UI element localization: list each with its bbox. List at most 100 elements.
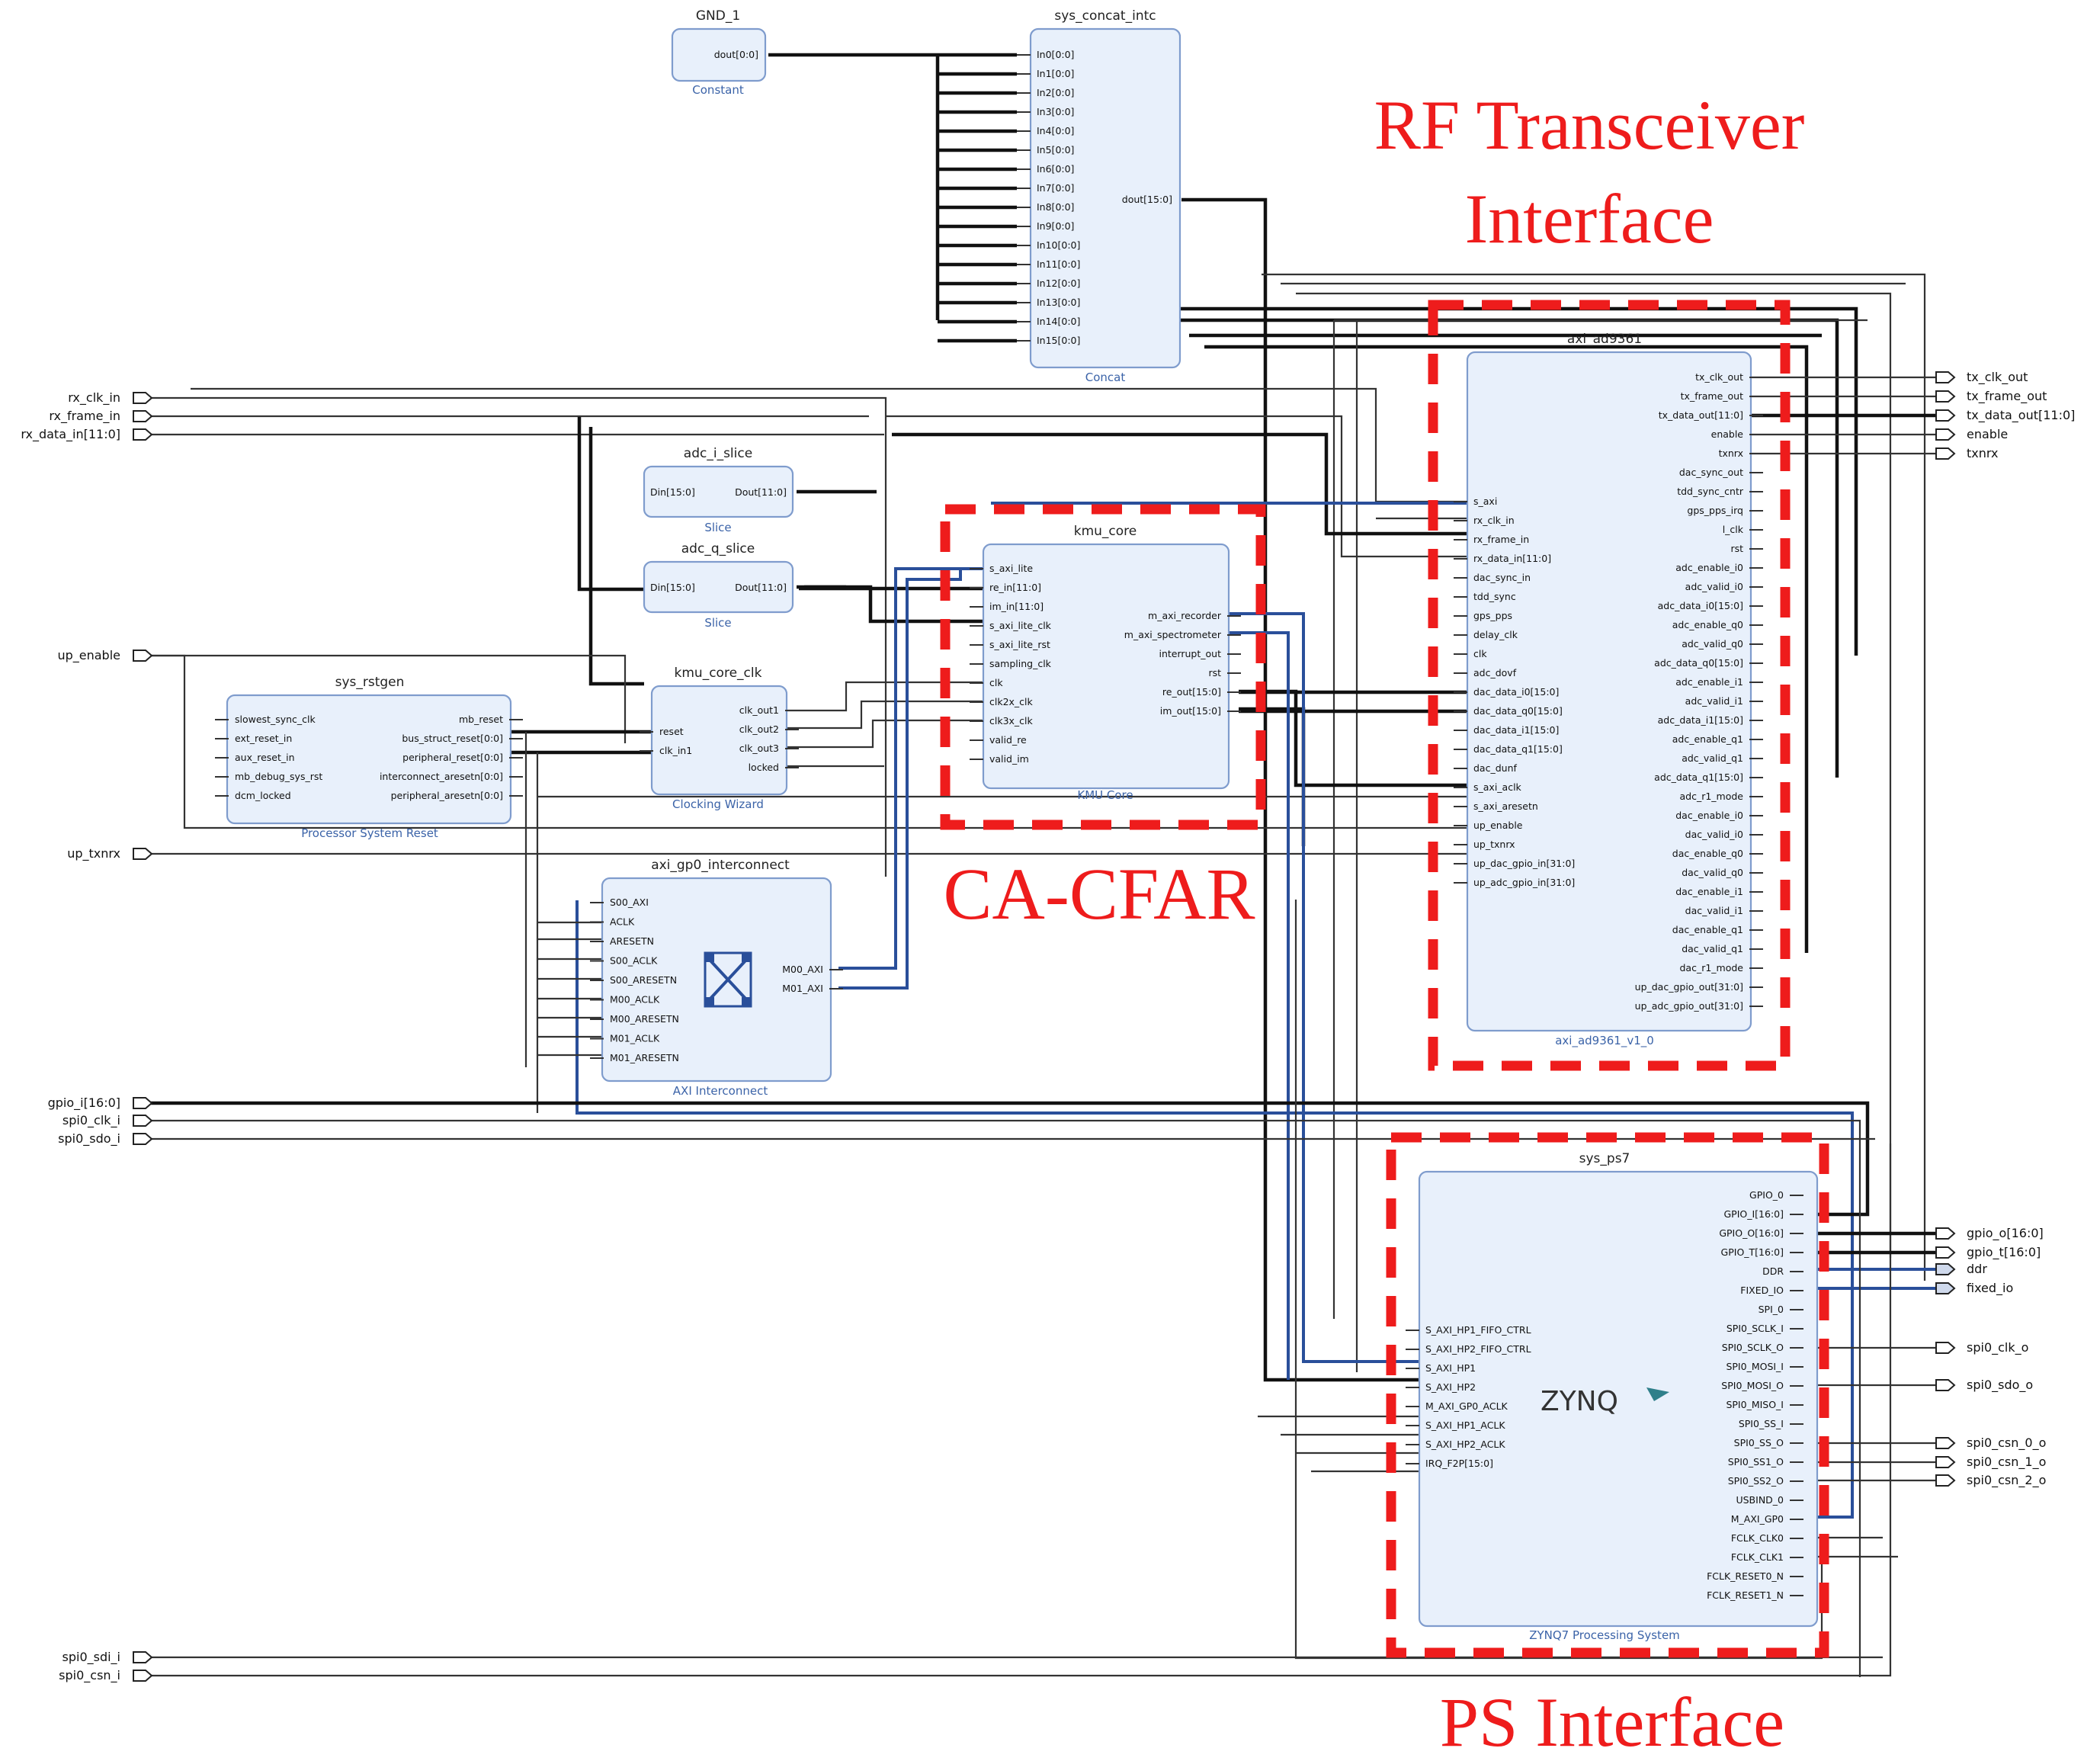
port-rx_clk_in-icon[interactable]	[133, 392, 153, 404]
port-up_enable-label: up_enable	[57, 648, 120, 663]
port-spi0_clk_o-icon[interactable]	[1935, 1342, 1956, 1354]
port-enable-icon[interactable]	[1935, 428, 1956, 441]
clk-input-pins: reset clk_in1	[640, 726, 692, 756]
port-fixed_io-icon[interactable]	[1935, 1282, 1956, 1294]
zynq-logo: ZYNQ	[1541, 1386, 1618, 1417]
port-txnrx-icon[interactable]	[1935, 447, 1956, 460]
axi-in-label-5: M00_ACLK	[610, 994, 660, 1006]
gnd-constant-block[interactable]: GND_1 dout[0:0] Constant	[671, 8, 767, 97]
ad-in-label-17: up_enable	[1473, 820, 1523, 831]
port-gpio_i-icon[interactable]	[133, 1097, 153, 1109]
ps-out-label-11: SPI0_MISO_I	[1726, 1399, 1784, 1410]
ps7-title: sys_ps7	[1579, 1151, 1630, 1166]
port-gpio_o-icon[interactable]	[1935, 1227, 1956, 1240]
ad9361-block[interactable]: axi_ad9361 s_axirx_clk_inrx_frame_inrx_d…	[1454, 332, 1763, 1048]
adc-i-slice-title: adc_i_slice	[684, 446, 752, 461]
ps-out-label-13: SPI0_SS_O	[1734, 1437, 1784, 1448]
port-rx_frame_in-icon[interactable]	[133, 410, 153, 422]
concat-block[interactable]: sys_concat_intc In0[0:0]In1[0:0]In2[0:0]…	[1017, 8, 1181, 384]
rst-out-label-0: mb_reset	[459, 714, 503, 725]
ad-in-label-14: dac_dunf	[1473, 762, 1517, 774]
gnd-title: GND_1	[696, 8, 740, 24]
rstgen-block[interactable]: sys_rstgen slowest_sync_clkext_reset_ina…	[215, 675, 523, 840]
clk-in-label-0: reset	[659, 726, 684, 737]
concat-in-label-11: In11[0:0]	[1037, 258, 1080, 270]
port-tx_clk_out-icon[interactable]	[1935, 371, 1956, 383]
port-spi0_sdo_i-icon[interactable]	[133, 1133, 153, 1145]
concat-subtitle: Concat	[1085, 370, 1126, 384]
port-spi0_csn_i-label: spi0_csn_i	[59, 1668, 120, 1683]
concat-in-label-7: In7[0:0]	[1037, 182, 1074, 194]
axi-title: axi_gp0_interconnect	[651, 858, 790, 873]
ps-out-label-18: FCLK_CLK0	[1731, 1532, 1784, 1544]
ad-out-label-0: tx_clk_out	[1695, 371, 1743, 383]
port-spi0_csn_0_o-icon[interactable]	[1935, 1437, 1956, 1449]
port-tx_data_out-icon[interactable]	[1935, 409, 1956, 422]
port-spi0_csn_1_o-icon[interactable]	[1935, 1456, 1956, 1468]
port-spi0_sdo_o-icon[interactable]	[1935, 1379, 1956, 1391]
ps-in-label-4: M_AXI_GP0_ACLK	[1425, 1400, 1508, 1412]
ps7-block[interactable]: sys_ps7 S_AXI_HP1_FIFO_CTRLS_AXI_HP2_FIF…	[1406, 1151, 1819, 1642]
adc-q-slice-block[interactable]: adc_q_slice Din[15:0] Dout[11:0] Slice	[643, 541, 794, 630]
adc-i-slice-block[interactable]: adc_i_slice Din[15:0] Dout[11:0] Slice	[643, 446, 794, 534]
axi-out-label-1: M01_AXI	[782, 983, 823, 994]
port-spi0_sdi_i-icon[interactable]	[133, 1651, 153, 1663]
rf-transceiver-highlight	[1428, 300, 1791, 1071]
port-gpio_i-label: gpio_i[16:0]	[48, 1095, 120, 1111]
ps-out-label-0: GPIO_0	[1749, 1189, 1784, 1201]
port-gpio_t-icon[interactable]	[1935, 1246, 1956, 1259]
ad-out-label-12: adc_data_i0[15:0]	[1658, 600, 1743, 611]
ad-out-label-10: adc_enable_i0	[1675, 562, 1743, 573]
axi-interconnect-block[interactable]: axi_gp0_interconnect S00_AXIACLKARESETNS…	[590, 858, 843, 1098]
axi-in-label-2: ARESETN	[610, 935, 654, 947]
port-rx_data_in-icon[interactable]	[133, 428, 153, 441]
clk-in-label-1: clk_in1	[659, 745, 692, 756]
rst-in-label-4: dcm_locked	[235, 790, 291, 801]
kmu-core-block[interactable]: kmu_core s_axi_litere_in[11:0]im_in[11:0…	[970, 524, 1241, 802]
ps-out-label-6: SPI_0	[1759, 1304, 1784, 1315]
port-spi0_clk_i-label: spi0_clk_i	[63, 1113, 120, 1128]
ad-out-label-13: adc_enable_q0	[1672, 619, 1743, 630]
ad-in-label-9: adc_dovf	[1473, 667, 1517, 678]
rstgen-subtitle: Processor System Reset	[301, 826, 438, 840]
ad-in-label-12: dac_data_i1[15:0]	[1473, 724, 1559, 736]
ps-out-label-9: SPI0_MOSI_I	[1726, 1361, 1784, 1372]
ad-out-label-11: adc_valid_i0	[1685, 581, 1743, 592]
axi-in-label-6: M00_ARESETN	[610, 1013, 679, 1025]
ps-interface-highlight	[1386, 1132, 1829, 1658]
concat-title: sys_concat_intc	[1054, 8, 1156, 24]
ad-in-label-6: gps_pps	[1473, 610, 1512, 621]
ad-out-label-18: adc_data_i1[15:0]	[1658, 714, 1743, 726]
port-ddr-icon[interactable]	[1935, 1263, 1956, 1275]
ps-out-label-17: M_AXI_GP0	[1731, 1513, 1784, 1525]
concat-in-label-2: In2[0:0]	[1037, 87, 1074, 98]
ad-out-label-20: adc_valid_q1	[1682, 752, 1743, 764]
port-up_enable-icon[interactable]	[133, 650, 153, 662]
kmu-in-label-10: valid_im	[989, 753, 1029, 765]
port-spi0_sdo_o-label: spi0_sdo_o	[1967, 1378, 2033, 1393]
concat-in-label-10: In10[0:0]	[1037, 239, 1080, 251]
ps-out-label-16: USBIND_0	[1736, 1494, 1784, 1506]
port-spi0_clk_i-icon[interactable]	[133, 1115, 153, 1127]
gnd-subtitle: Constant	[692, 83, 744, 97]
kmu-out-label-0: m_axi_recorder	[1148, 610, 1222, 621]
ps-in-label-5: S_AXI_HP1_ACLK	[1425, 1419, 1505, 1431]
port-spi0_csn_i-icon[interactable]	[133, 1670, 153, 1682]
port-spi0_csn_2_o-icon[interactable]	[1935, 1474, 1956, 1487]
ps-out-label-7: SPI0_SCLK_I	[1726, 1323, 1784, 1334]
kmu-in-label-7: clk2x_clk	[989, 696, 1034, 707]
ps-out-label-3: GPIO_T[16:0]	[1721, 1246, 1784, 1258]
port-tx_frame_out-icon[interactable]	[1935, 390, 1956, 403]
port-up_txnrx-icon[interactable]	[133, 848, 153, 860]
gnd-pin: dout[0:0]	[714, 49, 758, 60]
ad-out-label-21: adc_data_q1[15:0]	[1654, 771, 1743, 783]
port-gpio_t-label: gpio_t[16:0]	[1967, 1245, 2041, 1260]
rst-out-label-1: bus_struct_reset[0:0]	[402, 733, 503, 744]
port-tx_clk_out-label: tx_clk_out	[1967, 370, 2028, 385]
concat-in-label-9: In9[0:0]	[1037, 220, 1074, 232]
rstgen-title: sys_rstgen	[335, 675, 405, 690]
ad-in-label-18: up_txnrx	[1473, 839, 1515, 850]
